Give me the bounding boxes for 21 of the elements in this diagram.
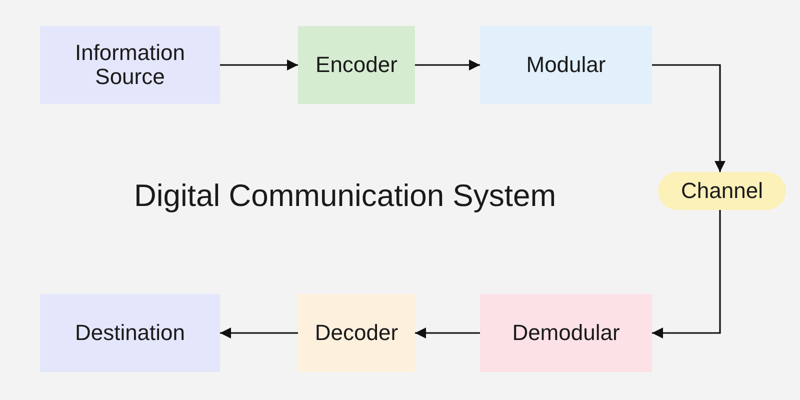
process-box: [480, 26, 652, 104]
node-label: Decoder: [314, 320, 398, 346]
process-box: [40, 26, 220, 104]
arrow: [220, 327, 298, 339]
node-label: Encoder: [316, 52, 398, 78]
diagram-title: Digital Communication System: [132, 178, 558, 214]
arrow: [415, 59, 480, 71]
arrow: [415, 327, 480, 339]
node-label: Channel: [681, 178, 763, 204]
arrow: [220, 59, 298, 71]
node-label: Information Source: [74, 40, 186, 90]
node-label: Modular: [526, 52, 606, 78]
process-box: [298, 294, 415, 372]
process-box: [298, 26, 415, 104]
process-box: [480, 294, 652, 372]
channel-pill: [658, 172, 786, 210]
node-label: Demodular: [512, 320, 620, 346]
node-label: Destination: [74, 320, 186, 346]
process-box: [40, 294, 220, 372]
arrow: [652, 210, 721, 339]
arrow: [652, 64, 726, 172]
